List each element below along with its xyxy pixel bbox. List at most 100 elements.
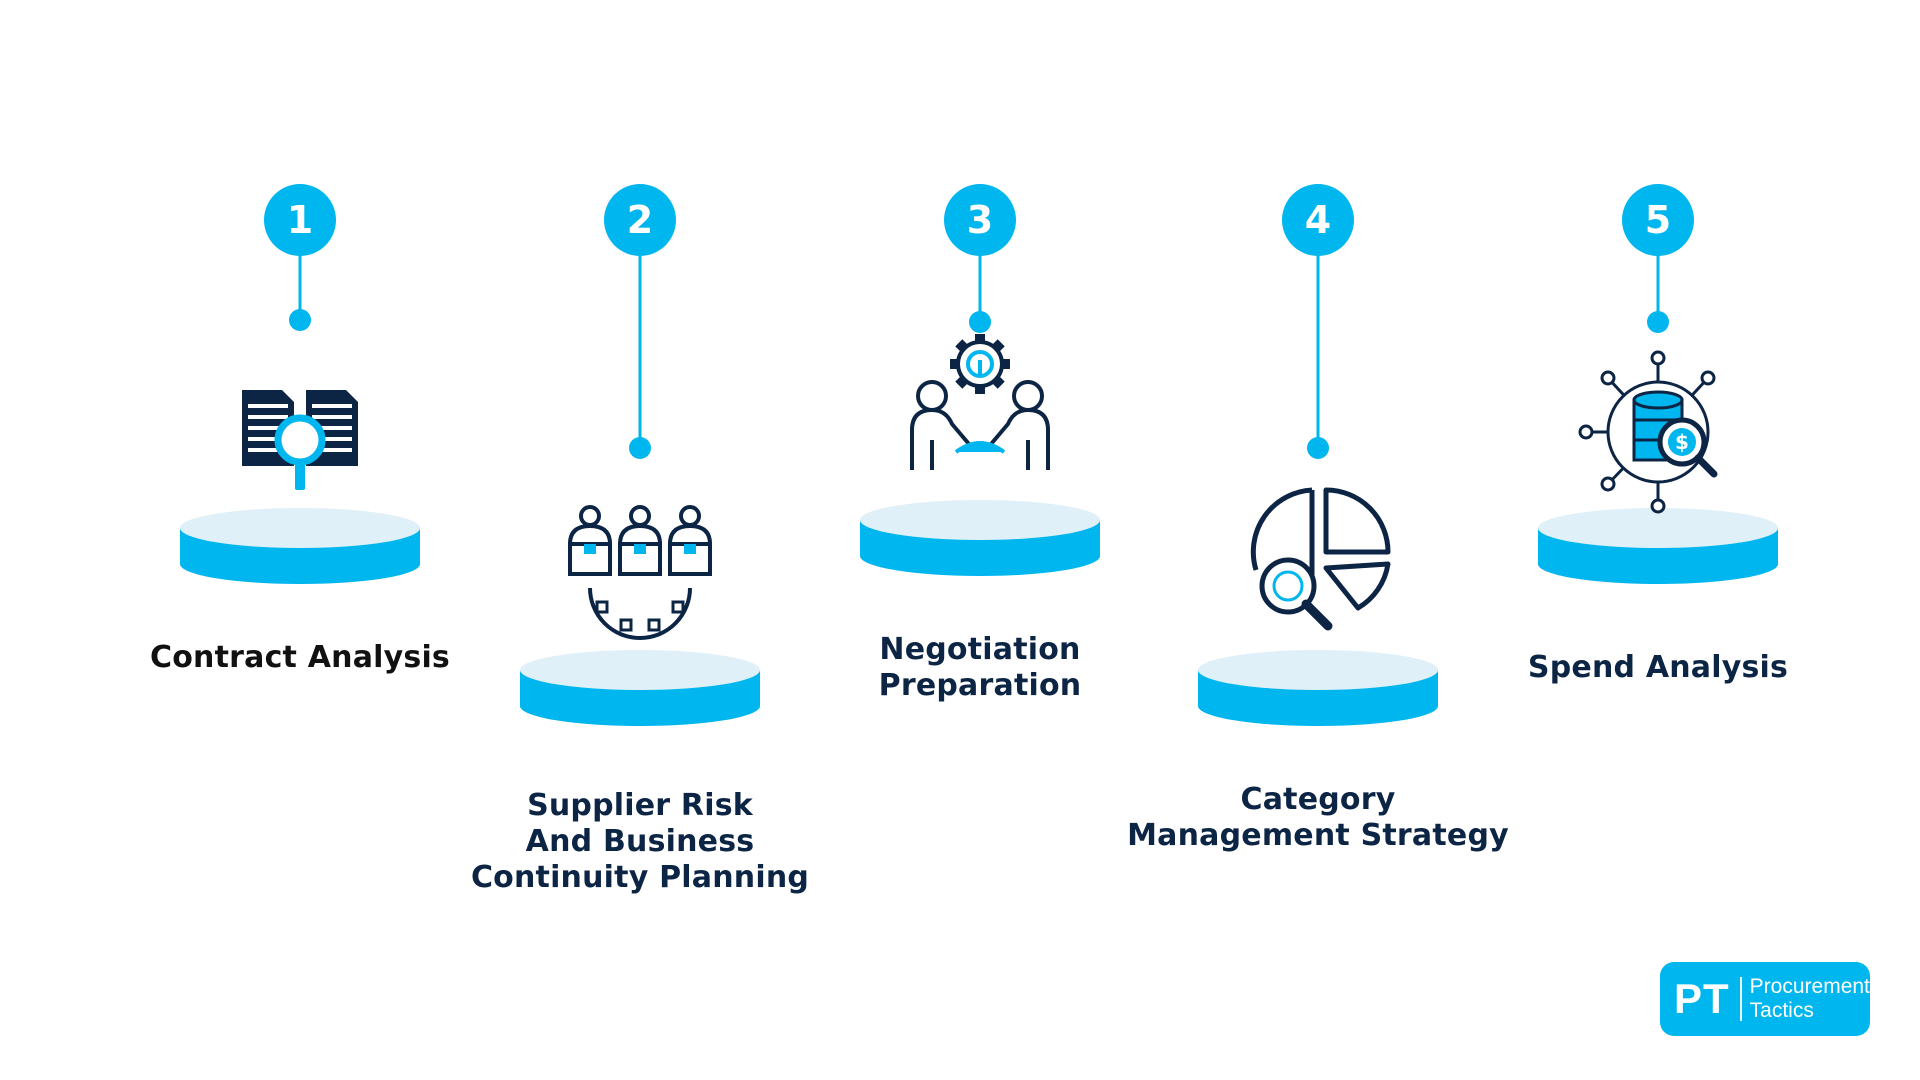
box-tape xyxy=(584,544,596,554)
step-4: 4 xyxy=(1198,184,1438,726)
magnifier-lens xyxy=(274,414,326,466)
logo-line-1: Procurement xyxy=(1749,975,1870,998)
connector-dot xyxy=(1307,437,1329,459)
pie-arc xyxy=(1250,487,1313,571)
podium-base xyxy=(180,544,420,584)
podium xyxy=(1198,650,1438,726)
handshake-gear-icon xyxy=(910,334,1050,470)
document-line xyxy=(248,448,288,452)
network-node xyxy=(1700,370,1716,386)
step-number-label: 2 xyxy=(627,198,653,242)
document-line xyxy=(248,437,288,441)
gear-arc xyxy=(588,587,692,640)
document-line xyxy=(248,415,288,419)
supplier-network-icon xyxy=(567,505,713,640)
label-line: Spend Analysis xyxy=(1527,650,1789,685)
person-body xyxy=(567,523,613,546)
connector-dot xyxy=(629,437,651,459)
network-node xyxy=(1600,370,1616,386)
database-top xyxy=(1632,390,1684,410)
gear-tooth xyxy=(671,600,685,614)
gear-tooth xyxy=(619,618,633,632)
magnifier-handle xyxy=(1694,454,1718,478)
document-line xyxy=(312,426,352,430)
contract-analysis-icon xyxy=(242,390,358,490)
step-number-circle xyxy=(604,184,676,256)
step-5-label: Spend Analysis xyxy=(1528,650,1788,686)
label-line: Supplier Risk xyxy=(527,788,753,823)
wrench-shaft xyxy=(978,360,982,374)
label-line: Continuity Planning xyxy=(470,860,810,895)
person-head xyxy=(579,505,601,527)
document-line xyxy=(312,448,352,452)
gear-icon xyxy=(950,334,1010,394)
magnifier-handle xyxy=(1301,599,1333,631)
connector-dot xyxy=(1647,311,1669,333)
podium xyxy=(520,650,760,726)
document-line xyxy=(248,426,288,430)
step-number-label: 3 xyxy=(967,198,993,242)
step-number-label: 4 xyxy=(1305,198,1331,242)
magnifier-lens xyxy=(1259,557,1317,615)
podium xyxy=(1538,508,1778,584)
label-line: Negotiation xyxy=(879,632,1081,667)
person-body xyxy=(910,408,976,470)
label-line: Category xyxy=(1240,782,1396,817)
podium xyxy=(860,500,1100,576)
network-node xyxy=(1578,424,1594,440)
wrench-ring xyxy=(966,350,994,378)
person-head xyxy=(1012,380,1044,412)
database-dollar-search-icon: $ xyxy=(1578,350,1718,514)
pie-slice xyxy=(1323,487,1391,555)
step-5: 5$ xyxy=(1538,184,1778,584)
step-1-label: Contract Analysis xyxy=(150,640,450,676)
step-number-label: 1 xyxy=(287,198,313,242)
magnifier-glint xyxy=(1272,570,1304,602)
step-number-circle xyxy=(264,184,336,256)
label-line: Preparation xyxy=(878,668,1082,703)
step-3: 3 xyxy=(860,184,1100,576)
podium-top xyxy=(860,500,1100,540)
person-body xyxy=(617,523,663,546)
step-number-circle xyxy=(944,184,1016,256)
connector-dot xyxy=(289,309,311,331)
pie-chart-search-icon xyxy=(1250,487,1391,631)
podium-base xyxy=(860,536,1100,576)
podium xyxy=(180,508,420,584)
label-line: And Business xyxy=(525,824,755,859)
podium-base xyxy=(1198,686,1438,726)
person-head xyxy=(679,505,701,527)
label-line: Management Strategy xyxy=(1127,818,1509,853)
step-number-circle xyxy=(1282,184,1354,256)
gear-tooth xyxy=(595,600,609,614)
step-number-label: 5 xyxy=(1645,198,1671,242)
label-line: Contract Analysis xyxy=(150,640,450,675)
podium-top xyxy=(180,508,420,548)
document-line xyxy=(312,404,352,408)
handshake-shape xyxy=(954,441,1006,454)
connector-dot xyxy=(969,311,991,333)
person-head xyxy=(629,505,651,527)
step-1: 1 xyxy=(180,184,420,584)
podium-base xyxy=(520,686,760,726)
logo-wordmark: Procurement Tactics xyxy=(1742,975,1870,1023)
pie-slice xyxy=(1323,561,1391,611)
procurement-tactics-logo: PT Procurement Tactics xyxy=(1660,962,1870,1036)
network-node xyxy=(1650,350,1666,366)
logo-divider xyxy=(1739,977,1742,1021)
podium-base xyxy=(1538,544,1778,584)
person-body xyxy=(984,408,1050,470)
document-line xyxy=(312,437,352,441)
gear-tooth xyxy=(647,618,661,632)
podium-top xyxy=(520,650,760,690)
dollar-coin xyxy=(1668,428,1696,456)
step-2: 2 xyxy=(520,184,760,726)
person-body xyxy=(667,523,713,546)
magnifier-handle xyxy=(295,464,305,490)
logo-initials: PT xyxy=(1674,975,1730,1022)
